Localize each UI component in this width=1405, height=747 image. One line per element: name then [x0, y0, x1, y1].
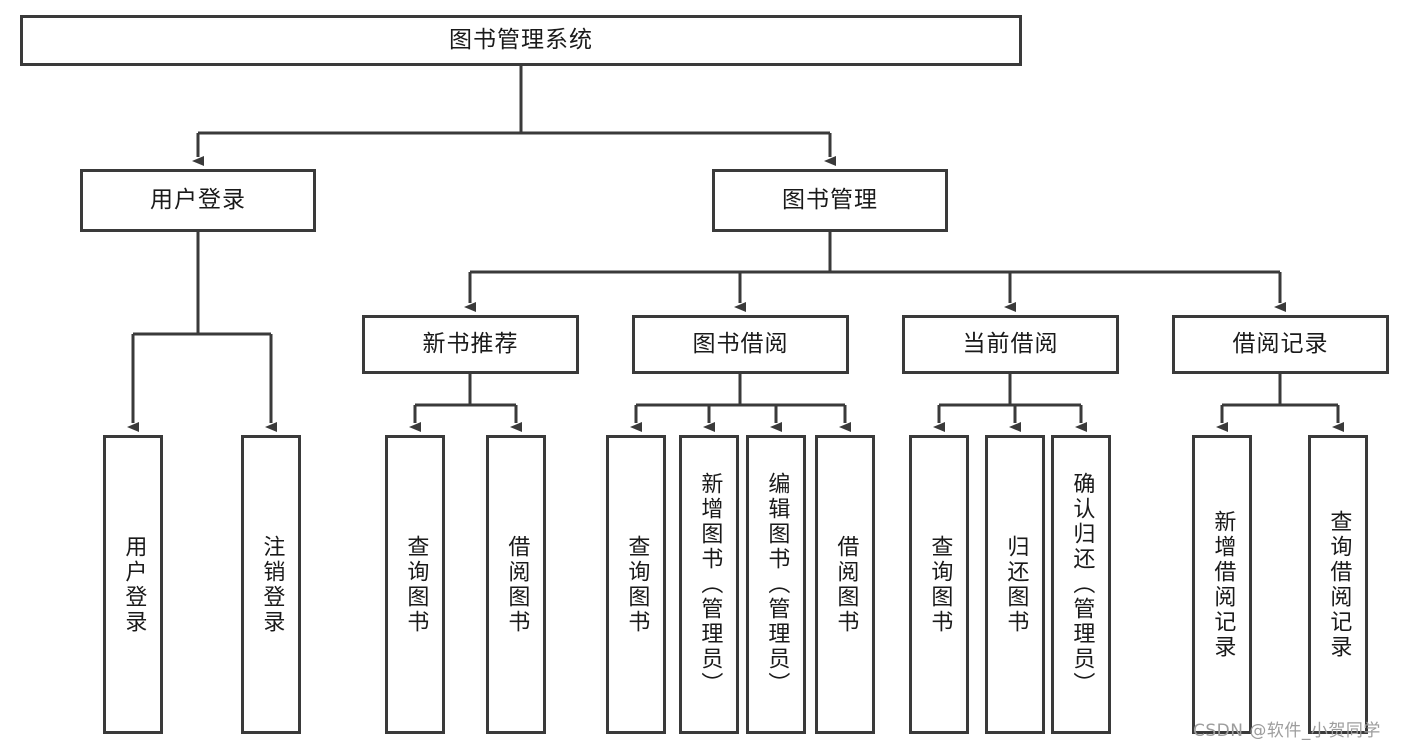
leaf-node-label: 用户登录 — [121, 534, 147, 635]
leaf-node[interactable]: 新增借阅记录 — [1192, 435, 1252, 734]
leaf-node-label: 查询借阅记录 — [1326, 509, 1352, 660]
leaf-node[interactable]: 查询借阅记录 — [1308, 435, 1368, 734]
leaf-node-label: 查询图书 — [403, 534, 429, 635]
leaf-node[interactable]: 编辑图书（管理员） — [746, 435, 806, 734]
leaf-node[interactable]: 借阅图书 — [815, 435, 875, 734]
leaf-node-label: 确认归还（管理员） — [1069, 472, 1095, 697]
node-user-login-label: 用户登录 — [150, 187, 246, 213]
leaf-node-label: 新增借阅记录 — [1210, 509, 1236, 660]
node-current-borrow[interactable]: 当前借阅 — [902, 315, 1119, 374]
leaf-node-label: 查询图书 — [624, 534, 650, 635]
leaf-node-label: 归还图书 — [1003, 534, 1029, 635]
node-book-borrow-label: 图书借阅 — [692, 331, 789, 357]
node-current-borrow-label: 当前借阅 — [962, 331, 1059, 357]
leaf-node-label: 新增图书（管理员） — [697, 472, 723, 697]
node-book-borrow[interactable]: 图书借阅 — [632, 315, 849, 374]
leaf-node[interactable]: 注销登录 — [241, 435, 301, 734]
leaf-node[interactable]: 新增图书（管理员） — [679, 435, 739, 734]
node-book-management[interactable]: 图书管理 — [712, 169, 948, 232]
leaf-node-label: 借阅图书 — [504, 534, 530, 635]
leaf-node[interactable]: 借阅图书 — [486, 435, 546, 734]
leaf-node-label: 查询图书 — [927, 534, 953, 635]
leaf-node[interactable]: 归还图书 — [985, 435, 1045, 734]
node-borrow-records-label: 借阅记录 — [1232, 331, 1329, 357]
node-new-book-recommend-label: 新书推荐 — [422, 331, 519, 357]
node-book-management-label: 图书管理 — [782, 187, 878, 213]
leaf-node-label: 注销登录 — [259, 534, 285, 635]
node-borrow-records[interactable]: 借阅记录 — [1172, 315, 1389, 374]
leaf-node[interactable]: 查询图书 — [385, 435, 445, 734]
node-user-login[interactable]: 用户登录 — [80, 169, 316, 232]
node-root[interactable]: 图书管理系统 — [20, 15, 1022, 66]
node-root-label: 图书管理系统 — [449, 27, 593, 53]
leaf-node[interactable]: 查询图书 — [606, 435, 666, 734]
node-new-book-recommend[interactable]: 新书推荐 — [362, 315, 579, 374]
leaf-node[interactable]: 确认归还（管理员） — [1051, 435, 1111, 734]
leaf-node[interactable]: 查询图书 — [909, 435, 969, 734]
leaf-node-label: 编辑图书（管理员） — [764, 472, 790, 697]
leaf-node-label: 借阅图书 — [833, 534, 859, 635]
leaf-node[interactable]: 用户登录 — [103, 435, 163, 734]
